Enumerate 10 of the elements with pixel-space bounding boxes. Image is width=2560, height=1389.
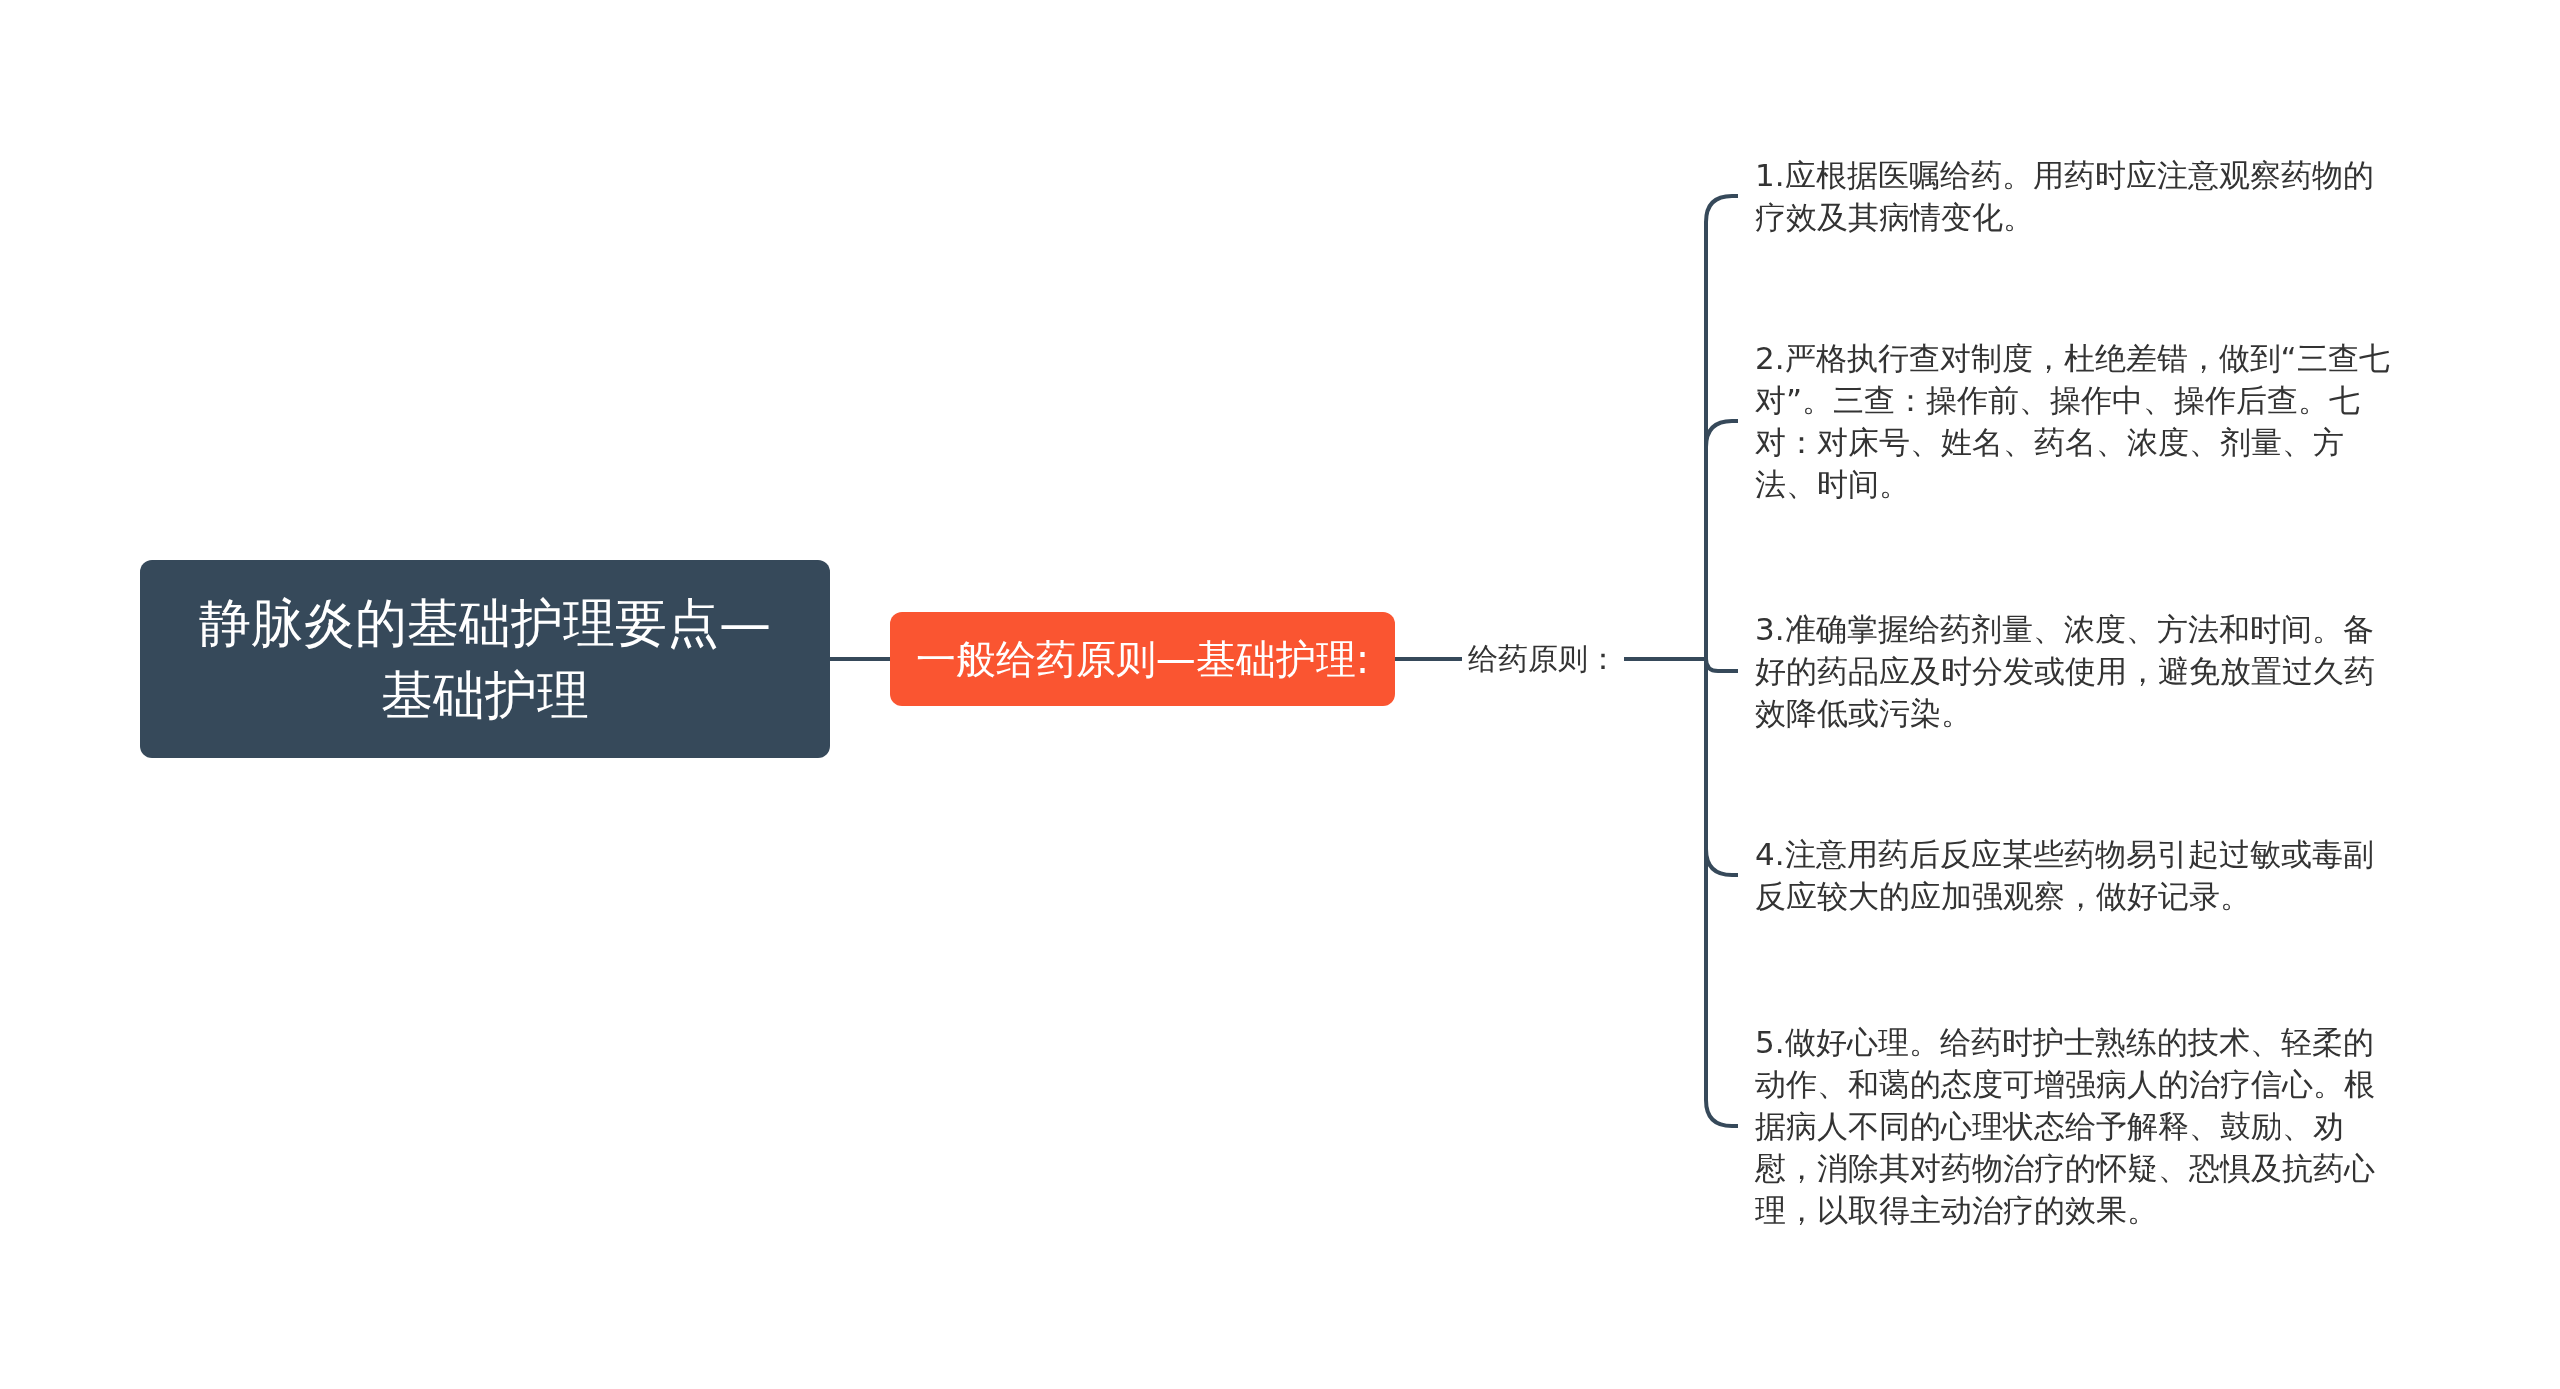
note-text: 3.准确掌握给药剂量、浓度、方法和时间。备好的药品应及时分发或使用，避免放置过久药效降低或污染。 [1738, 608, 2395, 734]
branch-label: 给药原则： [1462, 639, 1624, 679]
note-text: 5.做好心理。给药时护士熟练的技术、轻柔的动作、和蔼的态度可增强病人的治疗信心。根据病人不同的心理状态给予解释、鼓励、劝慰，消除其对药物治疗的怀疑、恐惧及抗药心理，以取得主动治疗的效果。 [1738, 1021, 2395, 1231]
note-text: 1.应根据医嘱给药。用药时应注意观察药物的疗效及其病情变化。 [1738, 154, 2395, 238]
connector [830, 657, 890, 661]
note-text: 2.严格执行查对制度，杜绝差错，做到“三查七对”。三查：操作前、操作中、操作后查。七对：对床号、姓名、药名、浓度、剂量、方法、时间。 [1738, 337, 2395, 505]
note-text: 4.注意用药后反应某些药物易引起过敏或毒副反应较大的应加强观察，做好记录。 [1738, 833, 2395, 917]
branch-box: 一般给药原则—基础护理: [890, 612, 1395, 706]
central-topic-box: 静脉炎的基础护理要点—基础护理 [140, 560, 830, 758]
connector [1395, 657, 1462, 661]
